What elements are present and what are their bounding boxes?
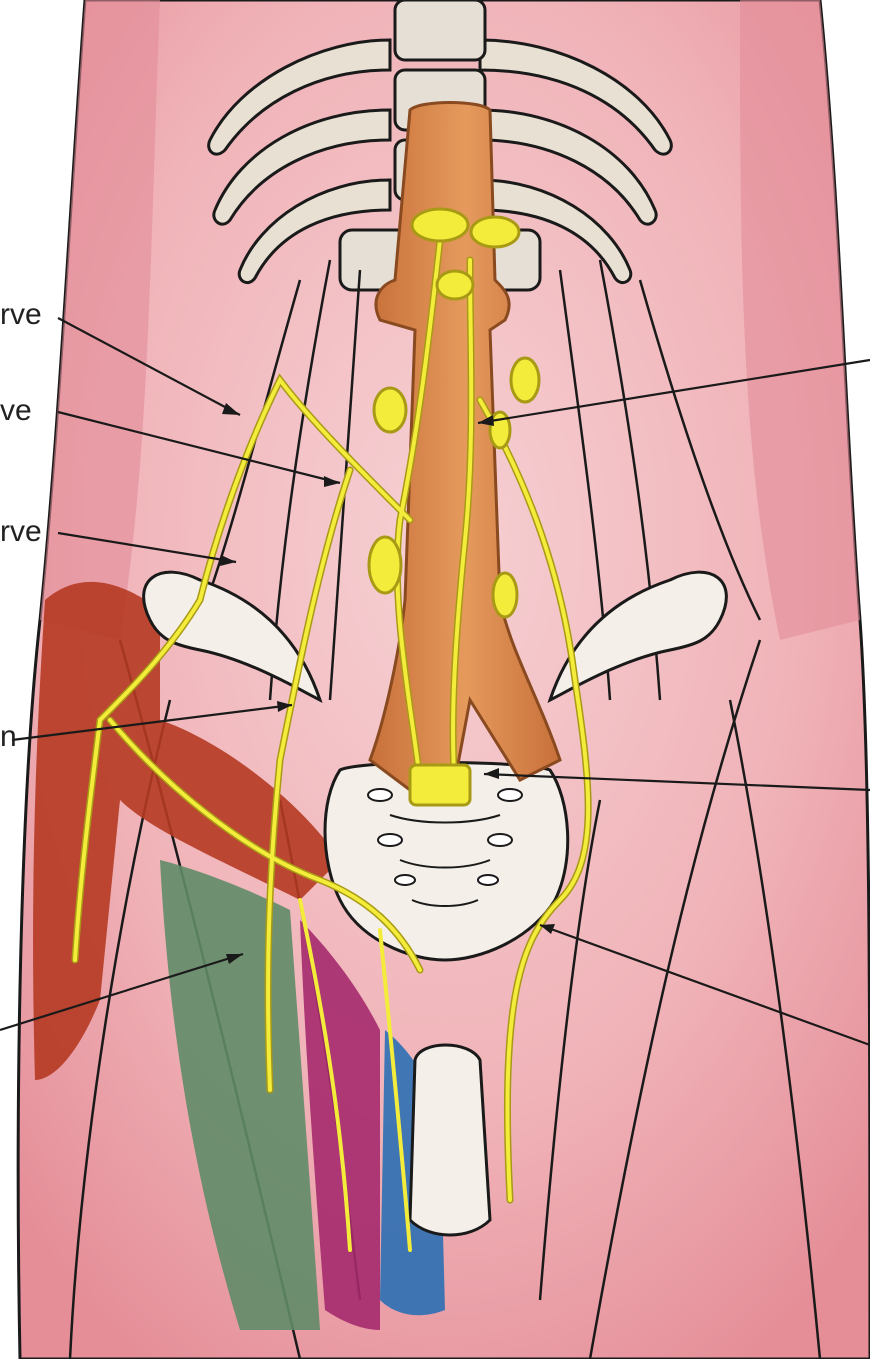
label-nerve-2: ve: [0, 396, 32, 426]
label-nerve-4: n: [0, 722, 17, 752]
label-nerve-3: rve: [0, 517, 42, 547]
label-nerve-1: rve: [0, 300, 42, 330]
